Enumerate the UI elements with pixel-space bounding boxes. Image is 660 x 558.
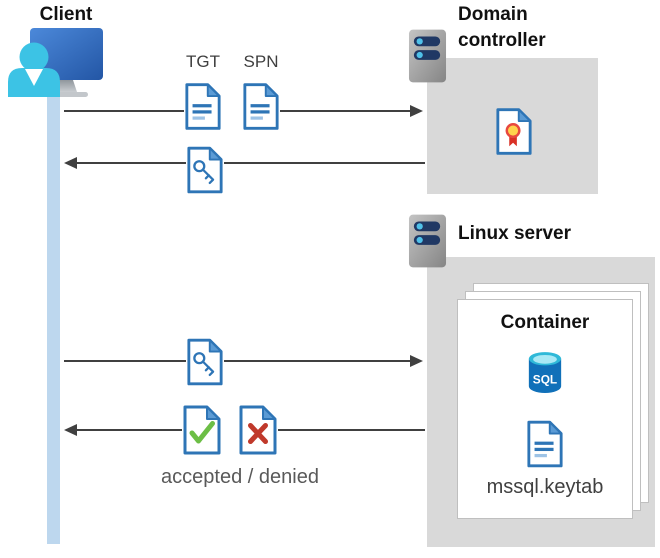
flow4-line-right — [278, 429, 425, 431]
linux-server-icon — [408, 214, 447, 268]
flow2-arrowhead-icon — [64, 157, 77, 169]
flow2-line-right — [224, 162, 425, 164]
domain-controller-server-icon — [408, 29, 447, 83]
key-ticket-document-icon — [187, 146, 223, 194]
flow2-line-left — [76, 162, 186, 164]
client-user-monitor-icon — [8, 28, 103, 97]
container-title: Container — [500, 312, 590, 333]
flow3-line-left — [64, 360, 186, 362]
flow1-line-right — [280, 110, 411, 112]
flow4-arrowhead-icon — [64, 424, 77, 436]
spn-label: SPN — [243, 52, 279, 71]
accepted-denied-label: accepted / denied — [161, 466, 319, 488]
keytab-document-icon — [527, 420, 563, 468]
flow1-arrowhead-icon — [410, 105, 423, 117]
spn-document-icon — [243, 83, 279, 130]
denied-document-icon — [239, 405, 277, 455]
flow3-line-right — [224, 360, 411, 362]
certificate-icon — [496, 108, 532, 155]
sql-icon-label: SQL — [533, 372, 557, 386]
flow4-line-left — [76, 429, 182, 431]
keytab-label: mssql.keytab — [486, 476, 604, 498]
client-label: Client — [39, 4, 93, 25]
flow3-arrowhead-icon — [410, 355, 423, 367]
linux-server-title: Linux server — [458, 223, 571, 244]
key-ticket-document-icon-2 — [187, 338, 223, 386]
accepted-document-icon — [183, 405, 221, 455]
container-card: Container SQL mssql.keytab — [457, 299, 633, 519]
client-lifeline — [47, 86, 60, 544]
flow1-line-left — [64, 110, 184, 112]
sql-database-icon: SQL — [528, 352, 562, 393]
tgt-label: TGT — [186, 52, 220, 71]
tgt-document-icon — [185, 83, 221, 130]
domain-controller-title: Domain controller — [458, 4, 546, 51]
